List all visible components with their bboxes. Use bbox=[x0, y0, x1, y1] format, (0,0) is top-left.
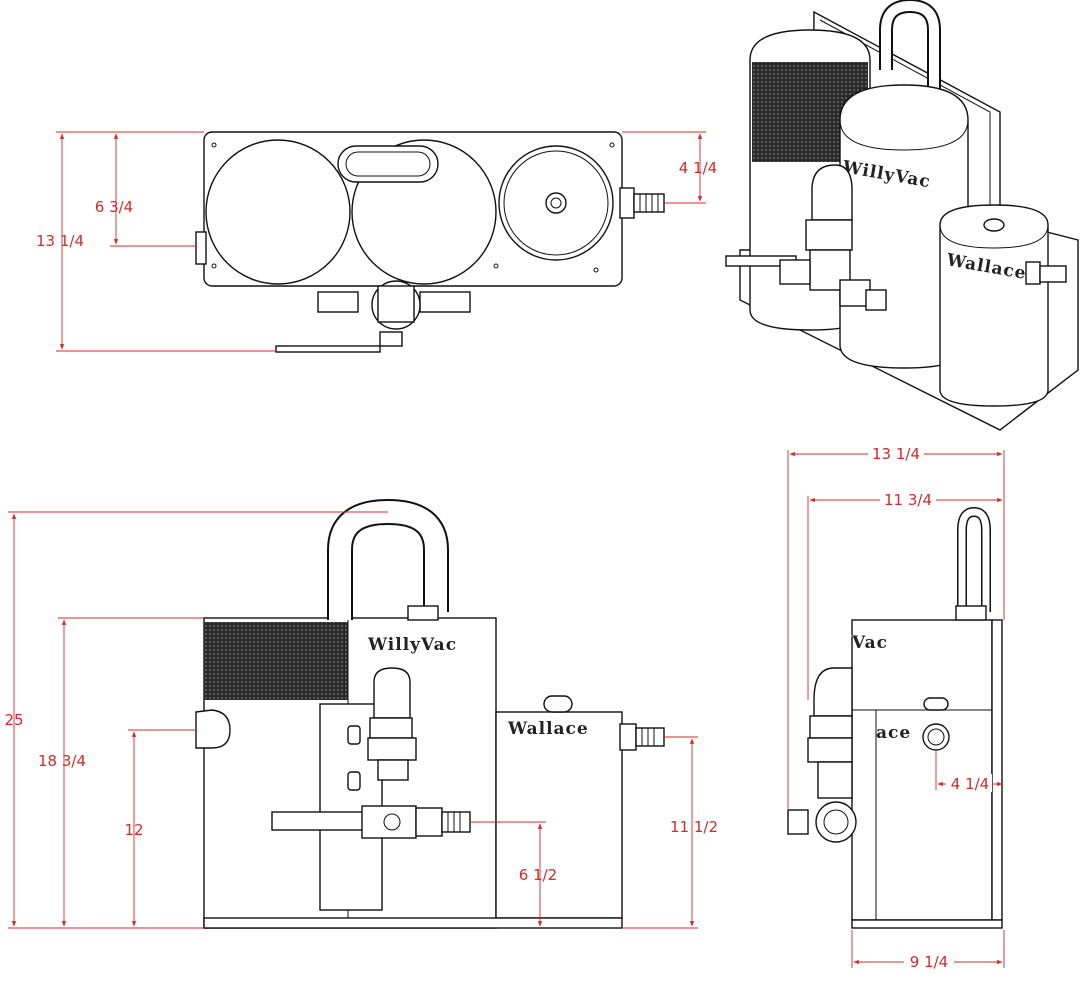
front-view-dimensions: 25 18 3/4 12 6 1/2 11 1/2 bbox=[4, 511, 718, 929]
dim-front-inlet-height: 12 bbox=[124, 821, 143, 839]
front-brand-secondary: Wallace bbox=[507, 719, 589, 739]
side-brand-secondary: ace bbox=[876, 723, 911, 743]
front-outlet-barb bbox=[635, 727, 665, 747]
dim-front-outlet-height: 11 1/2 bbox=[670, 818, 718, 836]
front-knob bbox=[543, 695, 573, 713]
top-view-dimensions: 13 1/4 6 3/4 4 1/4 bbox=[36, 131, 717, 352]
side-brand-main: Vac bbox=[851, 633, 888, 653]
valve-right-top bbox=[419, 291, 471, 313]
side-view: Vac ace bbox=[787, 506, 1003, 929]
side-valve-body bbox=[815, 801, 857, 843]
iso-knob bbox=[983, 218, 1005, 232]
outlet-fitting-top bbox=[619, 187, 635, 219]
side-body bbox=[851, 619, 993, 921]
dim-top-tank-depth: 6 3/4 bbox=[95, 198, 133, 216]
front-wallace-body bbox=[495, 711, 623, 919]
dim-front-body-height: 18 3/4 bbox=[38, 752, 86, 770]
dim-front-overall-height: 25 bbox=[4, 711, 23, 729]
front-valve-handle bbox=[271, 811, 369, 831]
isometric-view: WillyVac Wallace bbox=[725, 0, 1079, 431]
iso-wallace-tank bbox=[939, 204, 1049, 407]
front-brand-main: WillyVac bbox=[367, 635, 457, 655]
dim-front-valve-height: 6 1/2 bbox=[519, 866, 557, 884]
dim-side-frame-width: 11 3/4 bbox=[884, 491, 932, 509]
dim-side-overall-width: 13 1/4 bbox=[872, 445, 920, 463]
knob-top bbox=[545, 192, 567, 214]
side-knob bbox=[923, 697, 949, 711]
dim-top-outlet-offset: 4 1/4 bbox=[679, 159, 717, 177]
front-view: WillyVac Wallace bbox=[195, 498, 665, 929]
valve-handle-top bbox=[275, 345, 381, 353]
dim-side-port-offset: 4 1/4 bbox=[951, 775, 989, 793]
filter-canister-top bbox=[205, 139, 351, 285]
top-view bbox=[195, 131, 665, 353]
side-view-dimensions: 13 1/4 11 3/4 4 1/4 9 1/4 bbox=[787, 444, 1005, 971]
side-port bbox=[922, 723, 950, 751]
front-base bbox=[203, 917, 623, 929]
valve-left-top bbox=[317, 291, 359, 313]
front-filter-mesh bbox=[204, 622, 348, 700]
front-inlet-port bbox=[195, 709, 231, 749]
dim-top-total-depth: 13 1/4 bbox=[36, 232, 84, 250]
u-tube-top bbox=[337, 145, 439, 183]
dim-side-depth: 9 1/4 bbox=[910, 953, 948, 971]
front-ball-valve bbox=[361, 805, 417, 839]
